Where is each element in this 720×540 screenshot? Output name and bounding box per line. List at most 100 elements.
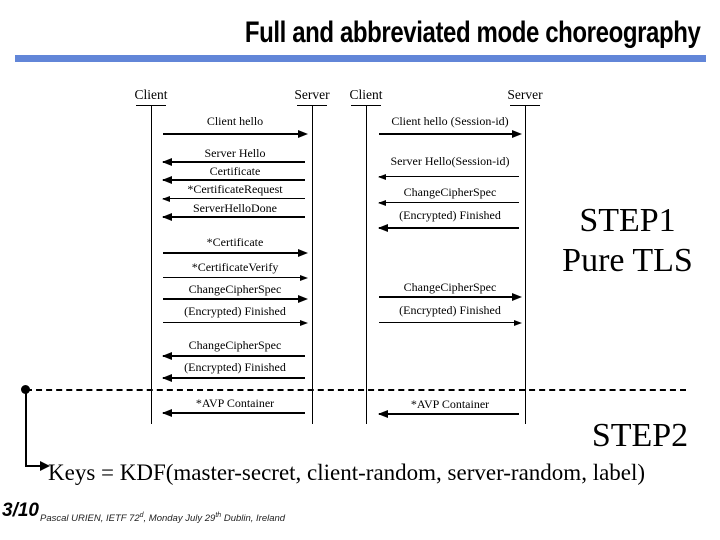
footer-credit: Pascal URIEN, IETF 72d, Monday July 29th… <box>40 512 285 524</box>
step1-line2: Pure TLS <box>562 242 693 279</box>
message-label: ChangeCipherSpec <box>188 282 282 296</box>
arrow-head-icon <box>300 274 308 281</box>
arrow-line <box>379 322 519 323</box>
arrow-line <box>163 161 305 163</box>
lifeline <box>151 106 152 424</box>
message-label: (Encrypted) Finished <box>399 208 501 222</box>
lifeline-tbar <box>510 105 540 106</box>
arrow-head-icon <box>512 130 522 138</box>
message-arrow <box>379 318 522 327</box>
message-label: ChangeCipherSpec <box>188 338 282 352</box>
message-label: (Encrypted) Finished <box>399 303 501 317</box>
message-label: *CertificateRequest <box>187 182 283 196</box>
message-arrow <box>378 172 521 181</box>
message-arrow <box>378 224 521 233</box>
keys-connector-vertical <box>25 390 27 467</box>
page-number: 3/10 <box>2 500 39 521</box>
keys-arrow-icon <box>40 461 50 471</box>
divider-dashed-line <box>26 389 686 391</box>
arrow-head-icon <box>162 352 172 360</box>
arrow-head-icon <box>162 374 172 382</box>
lifeline <box>312 106 313 424</box>
arrow-line <box>163 216 305 218</box>
lifeline <box>525 106 526 424</box>
arrow-head-icon <box>162 409 172 417</box>
arrow-line <box>163 322 305 323</box>
message-arrow <box>162 176 307 185</box>
message-label: *AVP Container <box>195 396 275 410</box>
message-label: Client hello <box>206 114 264 128</box>
message-arrow <box>163 130 308 139</box>
arrow-head-icon <box>298 295 308 303</box>
arrow-line <box>379 227 519 229</box>
message-arrow <box>163 273 308 282</box>
arrow-head-icon <box>162 195 170 202</box>
arrow-head-icon <box>298 249 308 257</box>
junction-dot <box>21 385 30 394</box>
arrow-line <box>163 412 305 414</box>
arrow-head-icon <box>378 199 386 206</box>
message-arrow <box>162 158 307 167</box>
step2-label: STEP2 <box>591 417 689 454</box>
arrow-head-icon <box>378 173 386 180</box>
message-arrow <box>379 130 522 139</box>
footer-credit-sup: th <box>215 512 222 519</box>
arrow-head-icon <box>162 213 172 221</box>
lifeline-tbar <box>136 105 166 106</box>
footer-credit-part: Pascal URIEN, IETF 72 <box>40 513 140 525</box>
message-arrow <box>162 194 307 203</box>
message-label: (Encrypted) Finished <box>184 304 286 318</box>
arrow-head-icon <box>378 410 388 418</box>
message-label: Client hello (Session-id) <box>391 114 509 128</box>
message-arrow <box>378 410 521 419</box>
message-label: *Certificate <box>206 235 264 249</box>
arrow-line <box>163 298 305 300</box>
step1-line1: STEP1 <box>579 202 676 239</box>
footer-credit-sup: d <box>139 512 144 519</box>
message-arrow <box>378 198 521 207</box>
arrow-head-icon <box>298 130 308 138</box>
actor-label: Client <box>349 87 383 102</box>
accent-bar <box>15 55 706 62</box>
arrow-line <box>163 198 305 199</box>
arrow-line <box>163 377 305 379</box>
message-label: ServerHelloDone <box>193 201 277 215</box>
message-label: ChangeCipherSpec <box>403 185 497 199</box>
arrow-line <box>379 413 519 415</box>
arrow-head-icon <box>162 158 172 166</box>
footer-credit-part: , Monday July 29 <box>143 513 216 525</box>
message-arrow <box>162 352 307 361</box>
arrow-line <box>379 296 519 298</box>
arrow-line <box>379 176 519 177</box>
keys-formula: Keys = KDF(master-secret, client-random,… <box>48 460 646 485</box>
arrow-head-icon <box>300 319 308 326</box>
message-label: *CertificateVerify <box>191 260 279 274</box>
arrow-line <box>163 355 305 357</box>
arrow-head-icon <box>514 319 522 326</box>
footer-credit-part: Dublin, Ireland <box>221 513 286 525</box>
arrow-head-icon <box>512 293 522 301</box>
message-label: *AVP Container <box>410 397 490 411</box>
step1-label: STEP1 Pure TLS <box>540 201 715 281</box>
message-arrow <box>162 213 307 222</box>
lifeline-tbar <box>351 105 381 106</box>
arrow-line <box>379 202 519 203</box>
arrow-head-icon <box>162 176 172 184</box>
slide-title: Full and abbreviated mode choreography <box>244 16 700 49</box>
message-arrow <box>379 293 522 302</box>
message-label: (Encrypted) Finished <box>184 360 286 374</box>
message-arrow <box>162 374 307 383</box>
arrow-line <box>163 179 305 181</box>
message-arrow <box>163 295 308 304</box>
message-label: ChangeCipherSpec <box>403 280 497 294</box>
arrow-head-icon <box>378 224 388 232</box>
actor-label: Server <box>294 87 330 102</box>
message-arrow <box>163 318 308 327</box>
message-label: Certificate <box>209 164 261 178</box>
message-arrow <box>162 409 307 418</box>
lifeline-tbar <box>297 105 327 106</box>
arrow-line <box>379 133 519 135</box>
message-label: Server Hello <box>204 146 266 160</box>
arrow-line <box>163 277 305 278</box>
actor-label: Server <box>507 87 543 102</box>
